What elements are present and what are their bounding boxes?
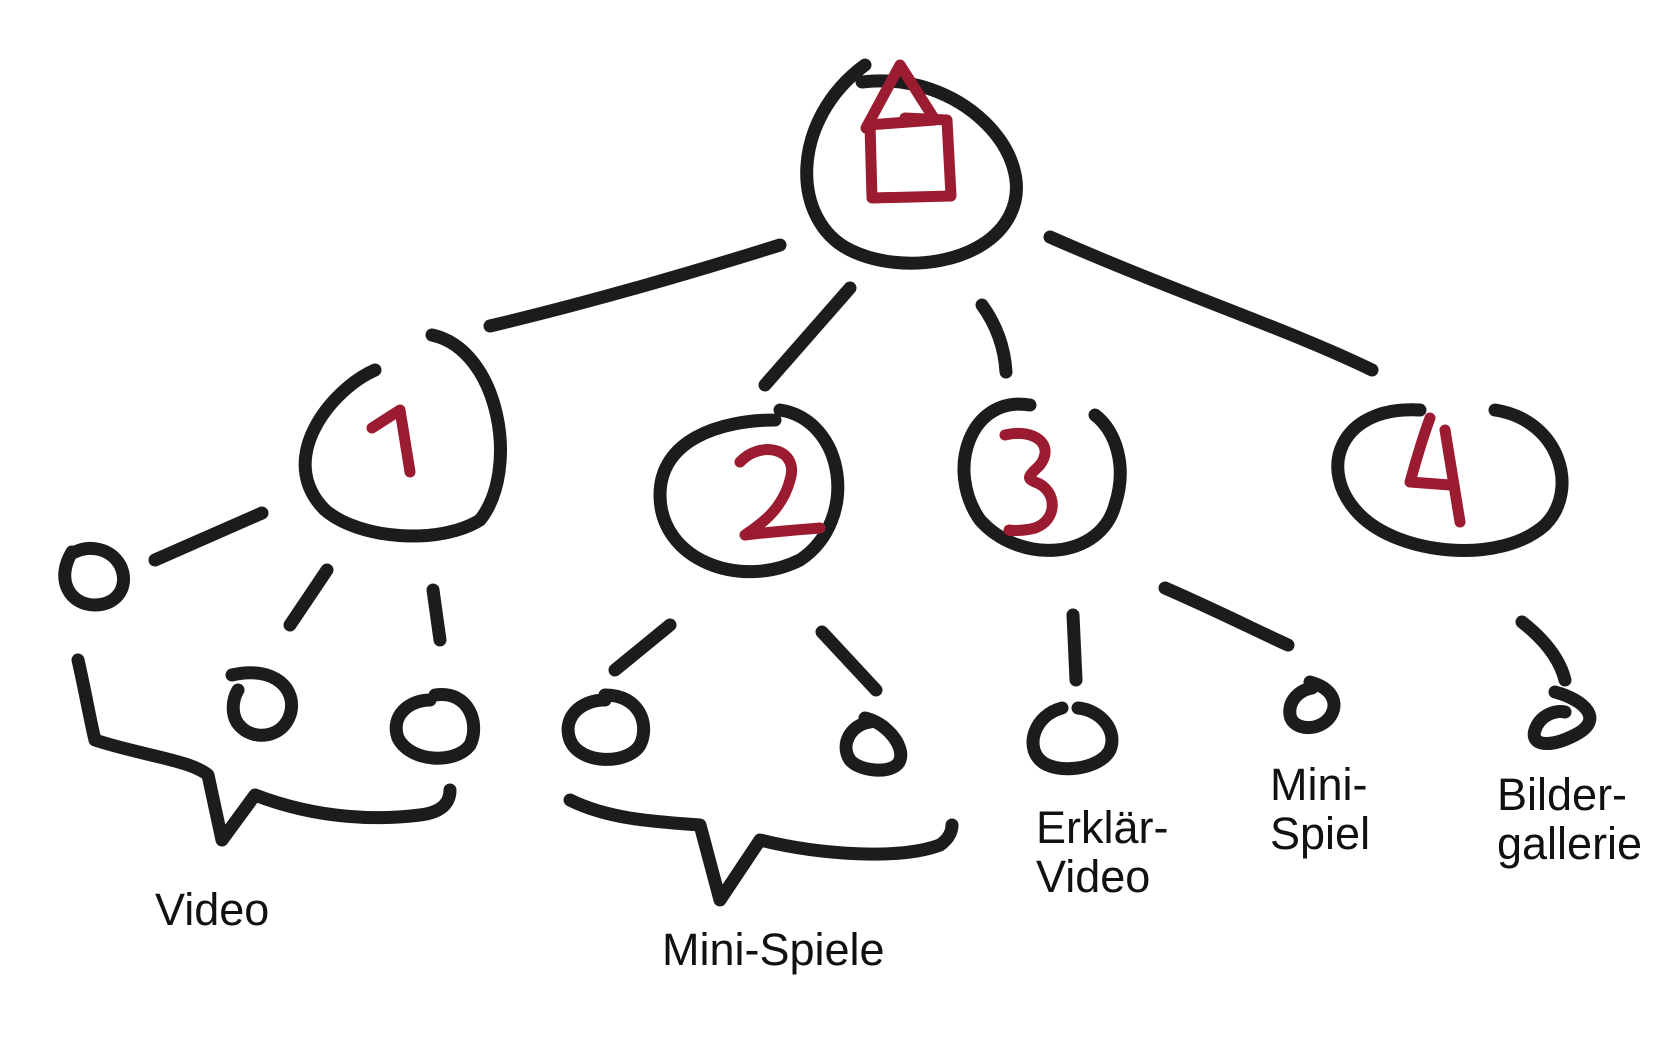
node-1 [298,328,507,543]
connector-node1-leaf2 [283,563,334,632]
connector-root-node4 [1043,230,1379,377]
node-4-number [1404,412,1466,528]
connector-node3-leaf2 [1158,581,1295,652]
connector-root-node3 [975,298,1013,379]
connector-node3-leaf1 [1066,608,1083,687]
node-1-number [366,404,416,478]
node-2-number [734,444,826,541]
label-mini-spiele: Mini-Spiele [662,924,885,975]
leaf-4-1 [1527,685,1597,751]
connector-node1-leaf3 [426,583,447,647]
brace-video [71,653,457,847]
leaf-3-1 [1026,701,1119,776]
root-node [800,58,1023,270]
connector-root-node2 [758,281,857,392]
connector-root-node1 [483,238,787,333]
connector-node1-leaf1 [148,506,269,567]
node-3 [957,397,1127,557]
label-erklaer-video: Erklär- Video [1036,802,1169,902]
node-4 [1331,403,1569,557]
node-2 [653,403,845,579]
connector-node4-leaf1 [1515,615,1572,687]
leaf-2-1 [561,688,651,766]
label-video: Video [155,884,270,935]
house-icon [860,59,957,204]
connector-node2-leaf2 [815,625,883,697]
leaf-1-3 [389,688,481,765]
node-3-number [999,428,1058,536]
leaf-1-1 [58,542,131,612]
connector-node2-leaf1 [608,618,677,677]
leaf-1-2 [225,666,298,742]
label-mini-spiel: Mini- Spiel [1270,759,1371,859]
leaf-3-2 [1283,675,1341,735]
label-bildergallerie: Bilder- gallerie [1497,769,1643,869]
brace-mini-spiele [563,793,959,907]
house-body [864,112,957,204]
leaf-2-2 [839,711,908,777]
house-roof [860,59,941,134]
